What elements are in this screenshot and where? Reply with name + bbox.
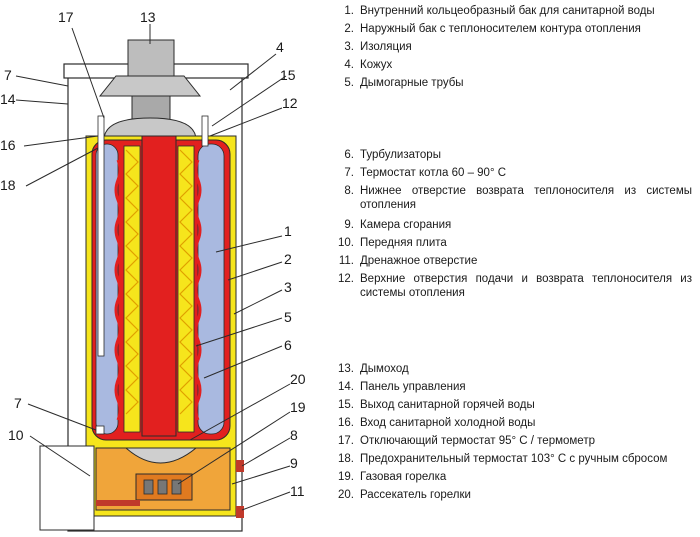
callout-11: 11 bbox=[290, 483, 305, 499]
boiler-thermostat bbox=[95, 425, 105, 435]
burner-deflector bbox=[124, 447, 198, 464]
callout-7-top: 7 bbox=[4, 67, 12, 83]
turbulizer-left-zigzag bbox=[125, 149, 139, 415]
drain-pipe bbox=[236, 506, 244, 518]
callout-17: 17 bbox=[58, 9, 74, 25]
chimney-hood bbox=[103, 117, 197, 141]
callout-8: 8 bbox=[290, 427, 298, 443]
callout-5: 5 bbox=[284, 309, 292, 325]
legend-item: 18.Предохранительный термостат 103° C с … bbox=[338, 453, 668, 465]
legend-item: 19.Газовая горелка bbox=[338, 471, 447, 483]
legend-item: 3.Изоляция bbox=[344, 41, 412, 53]
inner-tank-right bbox=[197, 143, 225, 435]
legend-item: 16.Вход санитарной холодной воды bbox=[338, 417, 536, 429]
callout-2: 2 bbox=[284, 251, 292, 267]
callout-20: 20 bbox=[290, 371, 306, 387]
inner-tank-left-wave bbox=[114, 159, 122, 421]
callout-12: 12 bbox=[282, 95, 298, 111]
legend-item: 6.Турбулизаторы bbox=[344, 149, 441, 161]
legend-item: 9.Камера сгорания bbox=[344, 219, 452, 231]
legend-item: 5.Дымогарные трубы bbox=[344, 77, 464, 89]
boiler-cross-section-diagram: 17 13 7 4 15 14 12 16 18 1 2 3 5 6 20 7 … bbox=[0, 9, 306, 532]
front-plate bbox=[39, 445, 95, 531]
callout-4: 4 bbox=[276, 39, 284, 55]
legend-item: 8.Нижнее отверстие возврата теплоносител… bbox=[344, 185, 692, 211]
leader-lines bbox=[15, 24, 291, 511]
callout-1: 1 bbox=[284, 223, 292, 239]
turbulizer-right-zigzag bbox=[179, 149, 193, 415]
legend-item: 4.Кожух bbox=[344, 59, 393, 71]
callout-10: 10 bbox=[8, 427, 24, 443]
callout-9: 9 bbox=[290, 455, 298, 471]
legend-item: 20.Рассекатель горелки bbox=[338, 489, 471, 501]
callout-3: 3 bbox=[284, 279, 292, 295]
callout-6: 6 bbox=[284, 337, 292, 353]
legend-item: 12.Верхние отверстия подачи и возврата т… bbox=[338, 273, 692, 299]
burner-nozzle-2 bbox=[157, 479, 168, 495]
gas-pipe bbox=[96, 500, 140, 506]
legend-item: 15.Выход санитарной горячей воды bbox=[338, 399, 535, 411]
callout-14: 14 bbox=[0, 91, 16, 107]
callout-13: 13 bbox=[140, 9, 156, 25]
legend-item: 11.Дренажное отверстие bbox=[338, 255, 478, 267]
legend-item: 7.Термостат котла 60 – 90° C bbox=[344, 167, 507, 179]
callout-16: 16 bbox=[0, 137, 16, 153]
burner-nozzle-1 bbox=[143, 479, 154, 495]
turbulizer-right bbox=[177, 145, 195, 433]
burner-nozzle-3 bbox=[171, 479, 182, 495]
return-pipe bbox=[236, 460, 244, 472]
legend-item: 17.Отключающий термостат 95° C / термоме… bbox=[338, 435, 595, 447]
legend-item: 1.Внутренний кольцеобразный бак для сани… bbox=[344, 5, 655, 17]
callout-15: 15 bbox=[280, 67, 296, 83]
callout-7-bottom: 7 bbox=[14, 395, 22, 411]
legend-item: 14.Панель управления bbox=[338, 381, 466, 393]
callout-18: 18 bbox=[0, 177, 16, 193]
thermostat-probe bbox=[97, 115, 105, 357]
legend-item: 10.Передняя плита bbox=[338, 237, 447, 249]
chimney-cap bbox=[127, 39, 175, 77]
hot-water-pipe bbox=[201, 115, 209, 147]
smoke-tube bbox=[141, 135, 177, 437]
legend-item: 2.Наружный бак с теплоносителем контура … bbox=[344, 23, 641, 35]
callout-19: 19 bbox=[290, 399, 306, 415]
chimney-cone bbox=[98, 75, 202, 97]
legend-item: 13.Дымоход bbox=[338, 363, 409, 375]
inner-tank-right-wave bbox=[194, 159, 202, 421]
turbulizer-left bbox=[123, 145, 141, 433]
